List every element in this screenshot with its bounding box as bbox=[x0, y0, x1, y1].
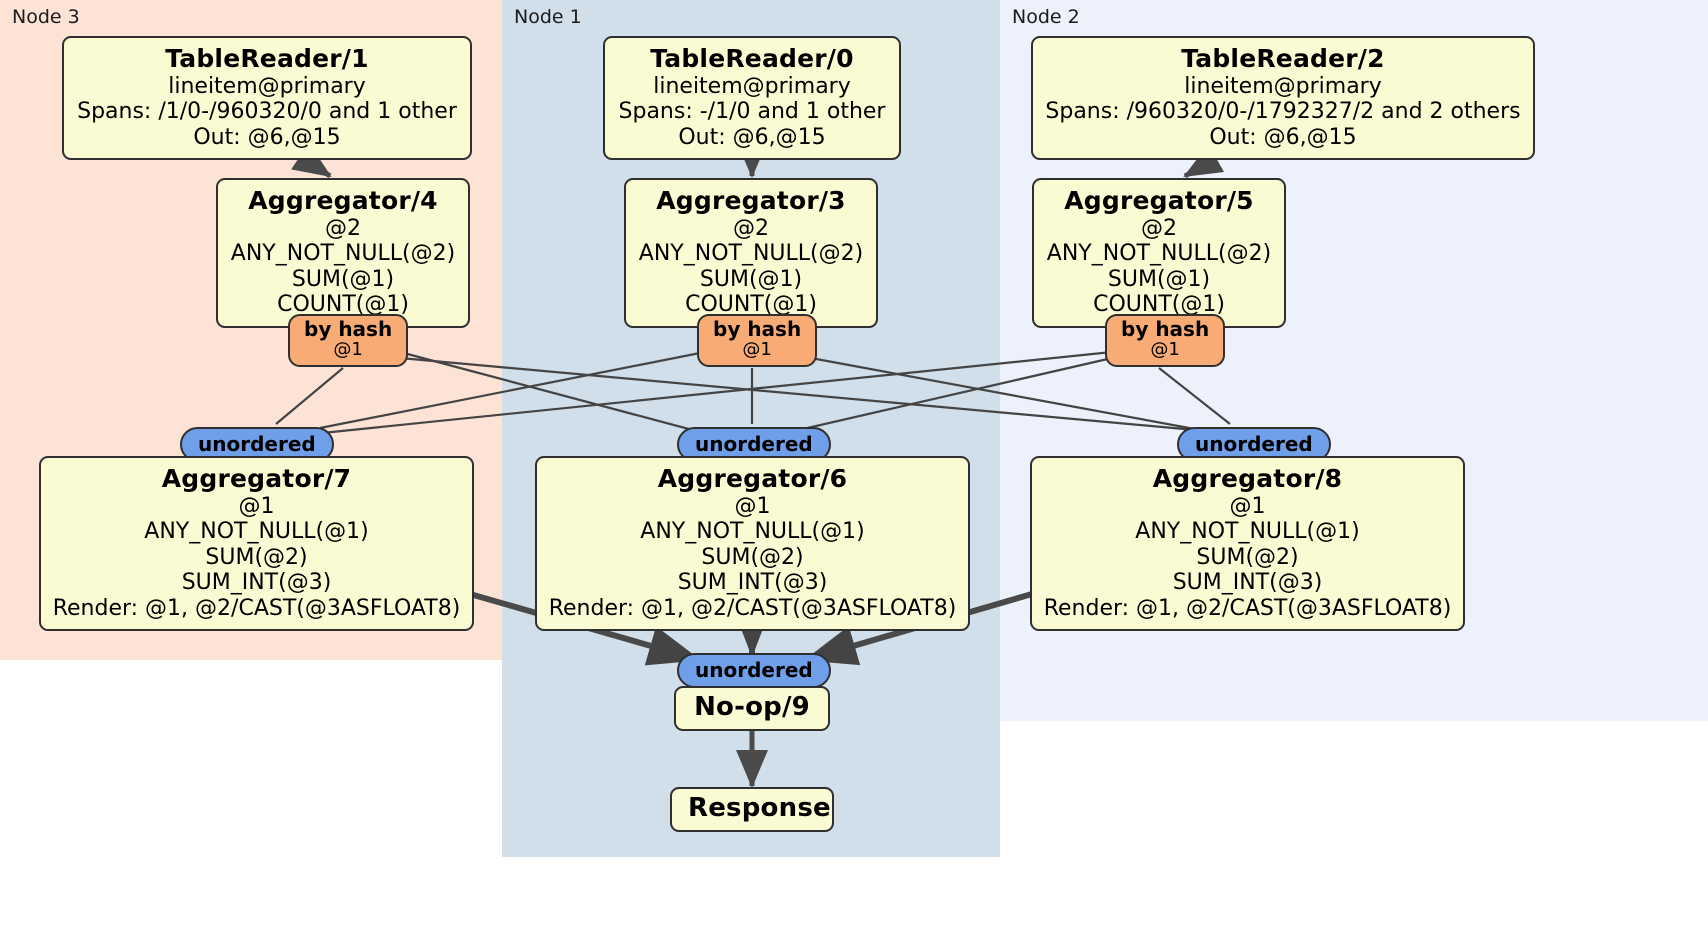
processor-aggregator-7[interactable]: Aggregator/7 @1 ANY_NOT_NULL(@1) SUM(@2)… bbox=[39, 456, 474, 632]
hash-router-column: @1 bbox=[1150, 339, 1180, 361]
processor-detail: lineitem@primary bbox=[1184, 73, 1382, 99]
processor-title: Aggregator/7 bbox=[161, 464, 352, 493]
processor-detail: COUNT(@1) bbox=[685, 292, 817, 318]
processor-detail: Spans: /960320/0-/1792327/2 and 2 others bbox=[1045, 99, 1521, 125]
processor-title: TableReader/2 bbox=[1181, 44, 1385, 73]
processor-detail: Out: @6,@15 bbox=[193, 124, 341, 150]
hash-router-label: by hash bbox=[1121, 317, 1210, 341]
processor-detail: SUM(@2) bbox=[205, 544, 308, 570]
processor-detail: Spans: -/1/0 and 1 other bbox=[618, 99, 886, 125]
hash-router-column: @1 bbox=[742, 339, 772, 361]
processor-title: TableReader/1 bbox=[165, 44, 369, 73]
processor-title: Aggregator/3 bbox=[656, 186, 846, 215]
hash-router-column: @1 bbox=[333, 339, 363, 361]
processor-aggregator-3[interactable]: Aggregator/3 @2 ANY_NOT_NULL(@2) SUM(@1)… bbox=[624, 178, 878, 328]
processor-noop-9[interactable]: No-op/9 bbox=[674, 686, 830, 731]
unordered-synchronizer-label: unordered bbox=[695, 432, 813, 456]
hash-router-label: by hash bbox=[713, 317, 802, 341]
processor-detail: @1 bbox=[734, 493, 771, 519]
processor-detail: SUM(@1) bbox=[699, 266, 803, 292]
processor-title: Aggregator/6 bbox=[657, 464, 848, 493]
processor-detail: Spans: /1/0-/960320/0 and 1 other bbox=[77, 99, 457, 125]
unordered-synchronizer-label: unordered bbox=[695, 658, 813, 682]
processor-title: Aggregator/8 bbox=[1152, 464, 1343, 493]
processor-detail: @2 bbox=[325, 215, 361, 241]
processor-detail: SUM(@2) bbox=[701, 544, 804, 570]
processor-aggregator-5[interactable]: Aggregator/5 @2 ANY_NOT_NULL(@2) SUM(@1)… bbox=[1032, 178, 1286, 328]
processor-detail: ANY_NOT_NULL(@1) bbox=[640, 519, 865, 545]
processor-aggregator-4[interactable]: Aggregator/4 @2 ANY_NOT_NULL(@2) SUM(@1)… bbox=[216, 178, 470, 328]
processor-aggregator-8[interactable]: Aggregator/8 @1 ANY_NOT_NULL(@1) SUM(@2)… bbox=[1030, 456, 1465, 632]
hash-router-center[interactable]: by hash @1 bbox=[697, 314, 818, 367]
unordered-synchronizer-final[interactable]: unordered bbox=[677, 653, 831, 688]
processor-response[interactable]: Response bbox=[670, 787, 834, 832]
processor-title: No-op/9 bbox=[694, 692, 810, 722]
processor-detail: ANY_NOT_NULL(@1) bbox=[144, 519, 369, 545]
processor-aggregator-6[interactable]: Aggregator/6 @1 ANY_NOT_NULL(@1) SUM(@2)… bbox=[535, 456, 970, 632]
processor-detail: Out: @6,@15 bbox=[1209, 124, 1357, 150]
processor-table-reader-2[interactable]: TableReader/2 lineitem@primary Spans: /9… bbox=[1031, 36, 1535, 161]
processor-detail: ANY_NOT_NULL(@2) bbox=[1046, 241, 1272, 267]
processor-table-reader-1[interactable]: TableReader/1 lineitem@primary Spans: /1… bbox=[62, 36, 472, 161]
processor-detail: SUM_INT(@3) bbox=[677, 570, 828, 596]
processor-detail: COUNT(@1) bbox=[1093, 292, 1225, 318]
processor-detail: @2 bbox=[733, 215, 769, 241]
processor-detail: ANY_NOT_NULL(@1) bbox=[1135, 519, 1360, 545]
processor-title: Aggregator/5 bbox=[1064, 186, 1254, 215]
processor-detail: SUM(@1) bbox=[291, 266, 395, 292]
unordered-synchronizer-label: unordered bbox=[1195, 432, 1313, 456]
processor-detail: SUM_INT(@3) bbox=[181, 570, 332, 596]
panel-node2-label: Node 2 bbox=[1012, 6, 1080, 28]
processor-detail: @1 bbox=[1229, 493, 1266, 519]
processor-table-reader-0[interactable]: TableReader/0 lineitem@primary Spans: -/… bbox=[603, 36, 901, 161]
processor-detail: SUM(@1) bbox=[1107, 266, 1211, 292]
processor-detail: COUNT(@1) bbox=[277, 292, 409, 318]
processor-detail: ANY_NOT_NULL(@2) bbox=[638, 241, 864, 267]
processor-detail: Render: @1, @2/CAST(@3ASFLOAT8) bbox=[548, 595, 957, 621]
processor-detail: lineitem@primary bbox=[653, 73, 851, 99]
hash-router-label: by hash bbox=[304, 317, 393, 341]
hash-router-right[interactable]: by hash @1 bbox=[1105, 314, 1226, 367]
processor-detail: SUM(@2) bbox=[1196, 544, 1299, 570]
processor-title: Response bbox=[688, 793, 831, 823]
hash-router-left[interactable]: by hash @1 bbox=[288, 314, 409, 367]
processor-detail: Render: @1, @2/CAST(@3ASFLOAT8) bbox=[1043, 595, 1452, 621]
processor-detail: lineitem@primary bbox=[168, 73, 366, 99]
unordered-synchronizer-label: unordered bbox=[198, 432, 316, 456]
processor-detail: Out: @6,@15 bbox=[678, 124, 826, 150]
processor-detail: @1 bbox=[238, 493, 275, 519]
panel-node1-label: Node 1 bbox=[514, 6, 582, 28]
processor-title: TableReader/0 bbox=[650, 44, 854, 73]
processor-detail: Render: @1, @2/CAST(@3ASFLOAT8) bbox=[52, 595, 461, 621]
processor-title: Aggregator/4 bbox=[248, 186, 438, 215]
processor-detail: ANY_NOT_NULL(@2) bbox=[230, 241, 456, 267]
panel-node3-label: Node 3 bbox=[12, 6, 80, 28]
processor-detail: SUM_INT(@3) bbox=[1172, 570, 1323, 596]
processor-detail: @2 bbox=[1141, 215, 1177, 241]
